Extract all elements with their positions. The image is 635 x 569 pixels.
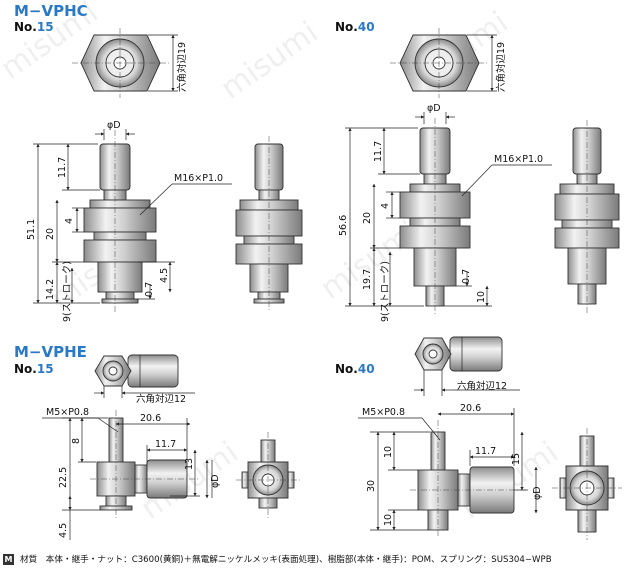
vphc15-dim-stroke: 9(ストローク) <box>62 261 73 322</box>
vphc15-dim-pad: 4.5 <box>159 268 170 283</box>
vphe15-side-view <box>90 410 200 520</box>
vphe15-dim-center: 13 <box>184 458 195 470</box>
vphc40-top-view: 六角対辺19 <box>390 28 507 98</box>
vphc15-dimensions: φD 51.1 11.7 4 20 14.2 9(ストローク) 0.7 4.5 <box>26 120 232 322</box>
vphc15-dim-lip: 0.7 <box>144 282 155 297</box>
vphc15-side-view-2 <box>235 136 303 312</box>
vphc15-phi-d: φD <box>107 120 121 131</box>
svg-text:misumi: misumi <box>215 15 325 107</box>
vphc40-thread: M16×P1.0 <box>494 154 543 165</box>
vphe-no15-label: No.15 <box>14 362 54 376</box>
vphc40-dim-nut: 4 <box>380 203 391 209</box>
vphe15-hex-dim: 六角対辺12 <box>136 393 186 405</box>
vphe40-hex-dim: 六角対辺12 <box>457 380 507 392</box>
vphc15-thread: M16×P1.0 <box>174 173 223 184</box>
vphe15-thread: M5×P0.8 <box>46 407 89 418</box>
vphe40-thread: M5×P0.8 <box>362 407 405 418</box>
vphe40-dim-port: 10 <box>383 446 394 458</box>
vphc40-dim-lower: 19.7 <box>362 269 373 290</box>
vphe40-dim-length: 20.6 <box>460 403 481 414</box>
vphc40-dim-fitting: 11.7 <box>373 141 384 162</box>
vphc15-dim-fitting: 11.7 <box>57 157 68 178</box>
vphe40-phi-d: φD <box>532 486 543 500</box>
vphc-no40-label: No.40 <box>335 20 375 34</box>
vphc40-side-view <box>399 118 471 316</box>
vphc40-dim-pad: 10 <box>476 291 487 303</box>
vphe15-dim-port: 8 <box>71 438 82 444</box>
vphe-title: M−VPHE <box>14 343 87 361</box>
vphc15-dim-body: 20 <box>45 228 56 240</box>
vphc40-dim-lip: 0.7 <box>461 269 472 284</box>
vphe40-dim-center: 15 <box>511 453 522 465</box>
vphe40-dimensions: 30 10 10 20.6 11.7 15 φD M5×P0.8 <box>358 403 543 531</box>
material-text: 材質 本体・継手・ナット：C3600(黄銅)＋無電解ニッケルメッキ(表面処理)、… <box>20 555 552 565</box>
vphc40-side-view-2 <box>554 120 620 314</box>
vphc-title: M−VPHC <box>14 2 88 20</box>
vphc-no15-label: No.15 <box>14 20 54 34</box>
vphe40-top-view: 六角対辺12 <box>414 336 520 396</box>
vphe15-dim-pad: 4.5 <box>58 523 69 538</box>
material-footer: M 材質 本体・継手・ナット：C3600(黄銅)＋無電解ニッケルメッキ(表面処理… <box>0 549 635 569</box>
vphc40-dimensions: φD 56.6 11.7 4 20 19.7 9(ストローク) 0.7 10 M… <box>338 103 552 322</box>
vphc15-top-view: 六角対辺19 <box>72 28 188 98</box>
vphc15-hex-dim: 六角対辺19 <box>176 42 188 92</box>
vphc40-dim-body: 20 <box>362 212 373 224</box>
vphc15-dim-nut: 4 <box>64 218 75 224</box>
misumi-logo-icon: M <box>3 553 14 565</box>
vphe40-dim-height: 30 <box>366 480 377 492</box>
vphe40-end-view <box>552 428 622 540</box>
vphc15-side-view <box>83 130 157 312</box>
vphe40-dim-fitting: 11.7 <box>475 446 496 457</box>
vphe15-dim-length: 20.6 <box>140 413 161 424</box>
vphe40-dim-pad: 10 <box>383 514 394 526</box>
vphc40-dim-overall: 56.6 <box>338 215 349 236</box>
vphe15-dim-fitting: 11.7 <box>155 439 176 450</box>
vphe15-dimensions: 22.5 8 4.5 20.6 11.7 13 φD M5×P0.8 <box>42 407 221 540</box>
vphe15-top-view: 六角対辺12 <box>94 354 195 405</box>
vphc15-dim-overall: 51.1 <box>26 219 37 240</box>
vphc40-phi-d: φD <box>427 103 441 114</box>
vphe15-phi-d: φD <box>210 474 221 488</box>
vphe15-end-view <box>236 432 300 518</box>
vphc40-hex-dim: 六角対辺19 <box>495 42 507 92</box>
vphe15-dim-height: 22.5 <box>58 467 69 488</box>
vphc40-dim-stroke: 9(ストローク) <box>380 261 391 322</box>
vphe40-side-view <box>410 420 528 538</box>
vphc15-dim-lower: 14.2 <box>45 279 56 300</box>
vphe-no40-label: No.40 <box>335 362 375 376</box>
